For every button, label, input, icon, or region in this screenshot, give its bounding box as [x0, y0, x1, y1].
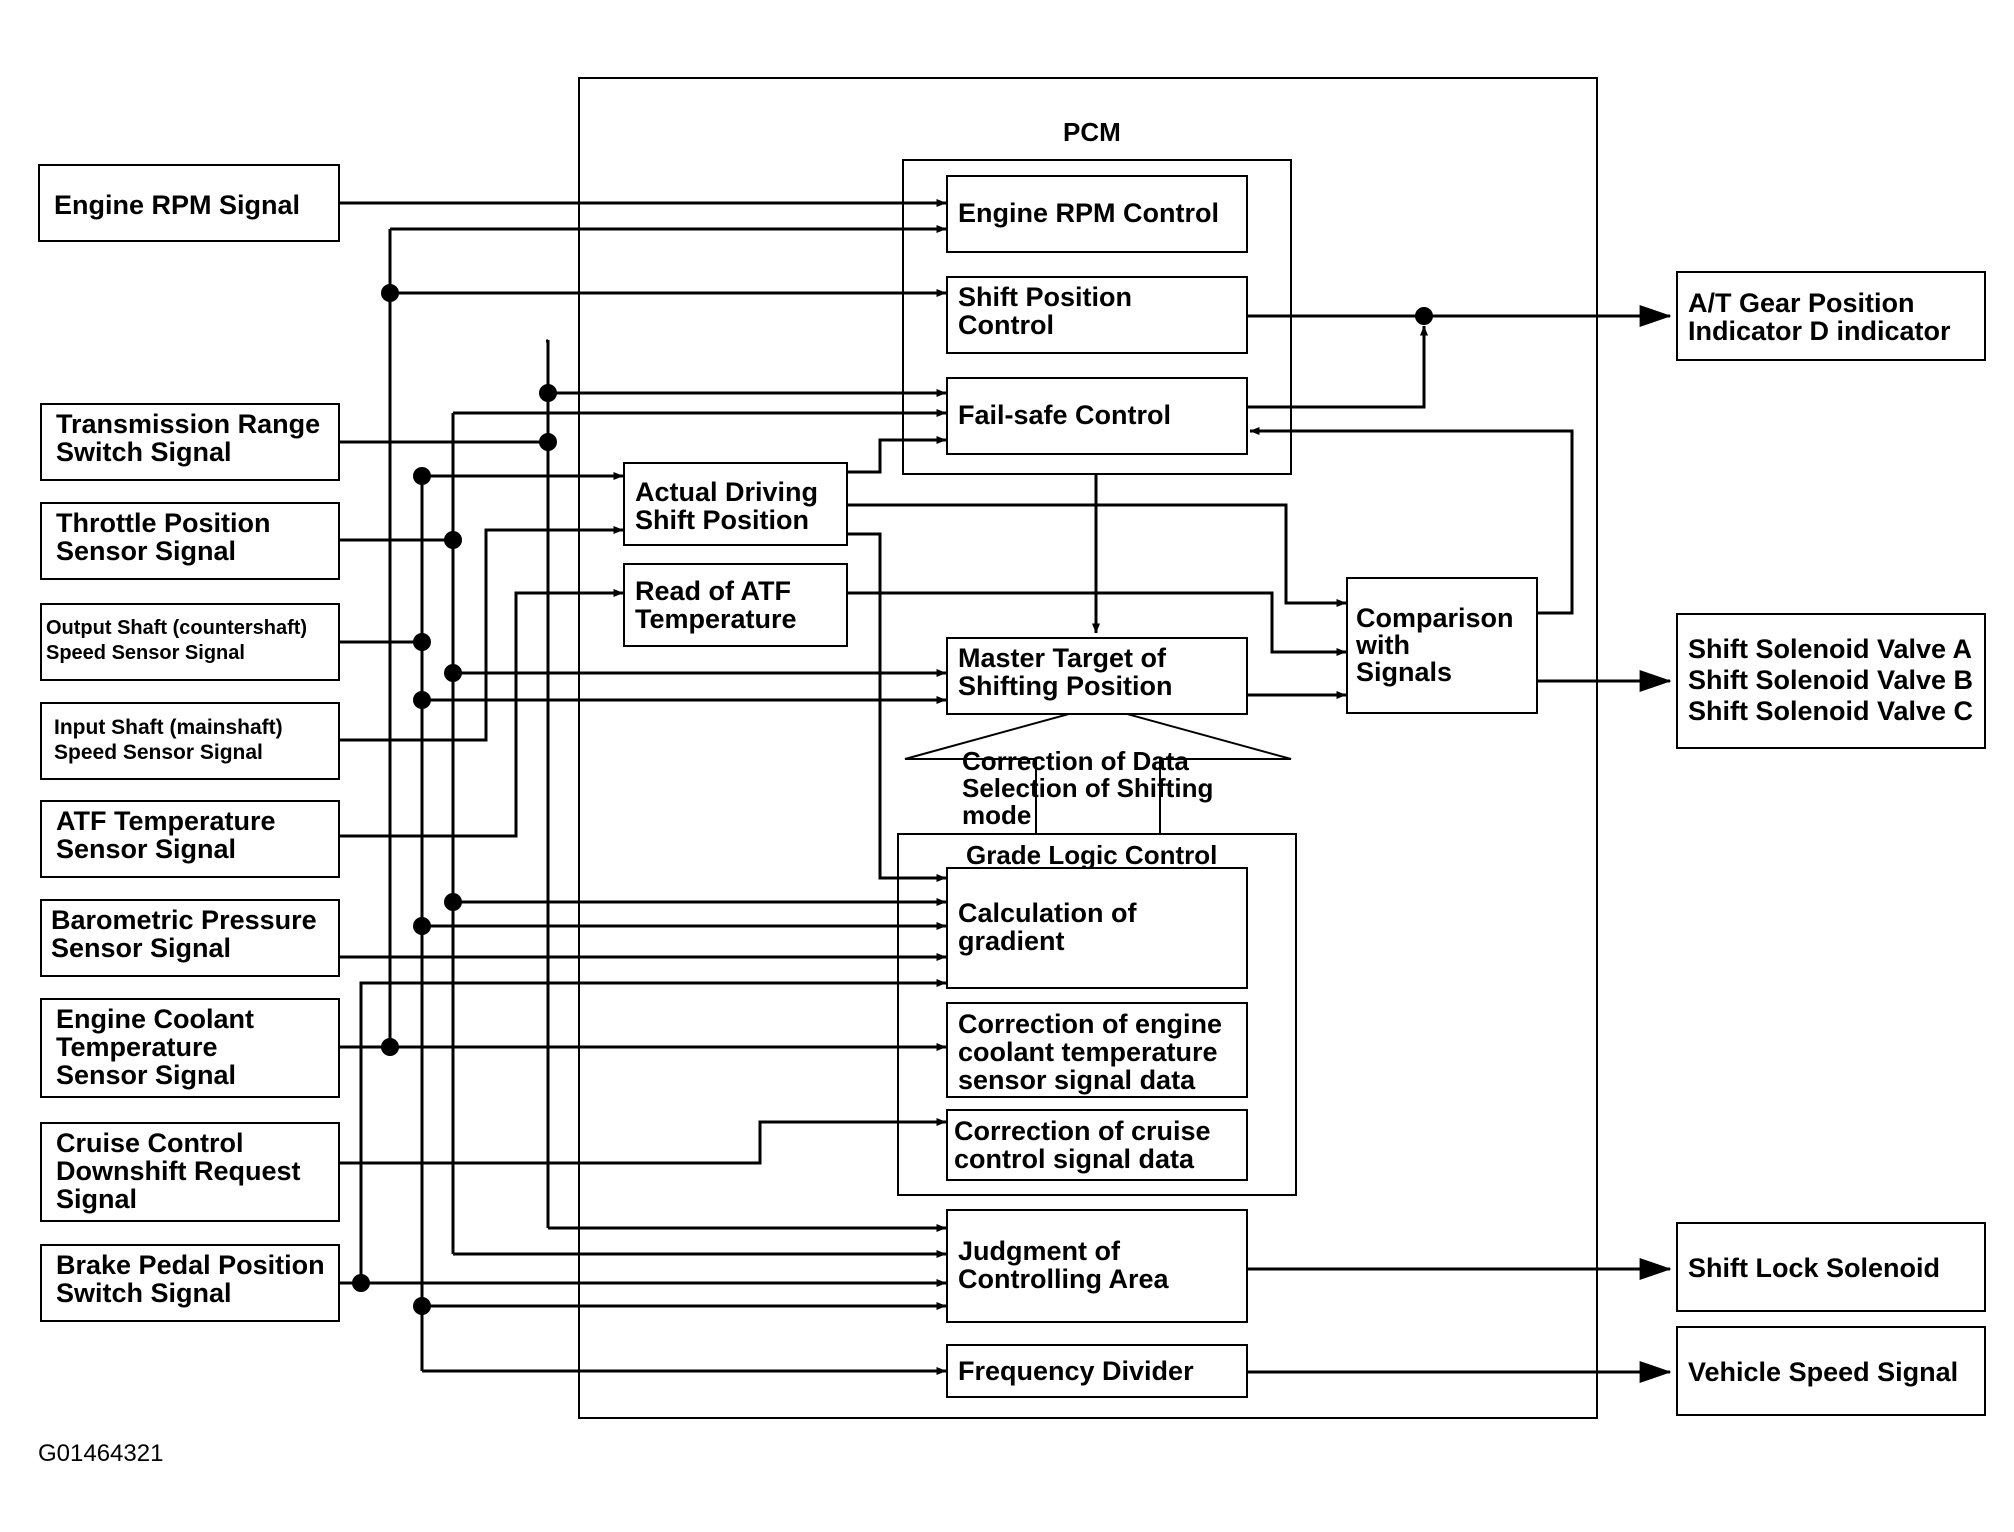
input-input-shaft-speed-sensor: Input Shaft (mainshaft) Speed Sensor Sig…: [40, 702, 340, 780]
grade-logic-frame: [897, 833, 1297, 1196]
input-transmission-range-switch: Transmission Range Switch Signal: [40, 403, 340, 481]
block-read-of-atf-temperature: Read of ATF Temperature: [623, 563, 848, 647]
pcm-boundary: [578, 77, 1598, 1419]
input-output-shaft-speed-sensor: Output Shaft (countershaft) Speed Sensor…: [40, 603, 340, 681]
wire-atf-temperature: [340, 589, 624, 838]
input-throttle-position-sensor: Throttle Position Sensor Signal: [40, 502, 340, 580]
correction-note: Correction of Data Selection of Shifting…: [962, 746, 1214, 830]
control-group-frame: [902, 159, 1292, 475]
block-master-target-shifting-position: Master Target of Shifting Position: [946, 637, 1248, 715]
block-correction-cruise-control: Correction of cruise control signal data: [946, 1109, 1248, 1181]
figure-code: G01464321: [38, 1440, 164, 1467]
output-gear-position-indicator: A/T Gear Position Indicator D indicator: [1676, 271, 1986, 361]
input-brake-pedal-position-switch: Brake Pedal Position Switch Signal: [40, 1244, 340, 1322]
block-correction-engine-coolant: Correction of engine coolant temperature…: [946, 1002, 1248, 1098]
block-judgment-of-controlling-area: Judgment of Controlling Area: [946, 1209, 1248, 1323]
input-engine-rpm-signal: Engine RPM Signal: [38, 164, 340, 242]
grade-logic-title: Grade Logic Control: [966, 840, 1218, 870]
wire-input-shaft: [340, 526, 624, 742]
output-shift-solenoid-valves: Shift Solenoid Valve A Shift Solenoid Va…: [1676, 613, 1986, 749]
block-comparison-with-signals: Comparison with Signals: [1346, 577, 1538, 714]
input-atf-temperature-sensor: ATF Temperature Sensor Signal: [40, 800, 340, 878]
input-barometric-pressure-sensor: Barometric Pressure Sensor Signal: [40, 899, 340, 977]
output-shift-lock-solenoid: Shift Lock Solenoid: [1676, 1222, 1986, 1312]
input-cruise-control-downshift-request: Cruise Control Downshift Request Signal: [40, 1122, 340, 1222]
output-vehicle-speed-signal: Vehicle Speed Signal: [1676, 1326, 1986, 1416]
input-engine-coolant-temperature-sensor: Engine Coolant Temperature Sensor Signal: [40, 998, 340, 1098]
block-engine-rpm-control: Engine RPM Control: [946, 175, 1248, 253]
junction-dots: [352, 284, 1433, 1315]
block-actual-driving-shift-position: Actual Driving Shift Position: [623, 462, 848, 546]
pcm-title: PCM: [1063, 117, 1121, 147]
block-fail-safe-control: Fail-safe Control: [946, 377, 1248, 455]
wire-cruise-control: [340, 1118, 947, 1165]
block-calculation-of-gradient: Calculation of gradient: [946, 867, 1248, 989]
block-shift-position-control: Shift Position Control: [946, 276, 1248, 354]
block-frequency-divider: Frequency Divider: [946, 1344, 1248, 1398]
